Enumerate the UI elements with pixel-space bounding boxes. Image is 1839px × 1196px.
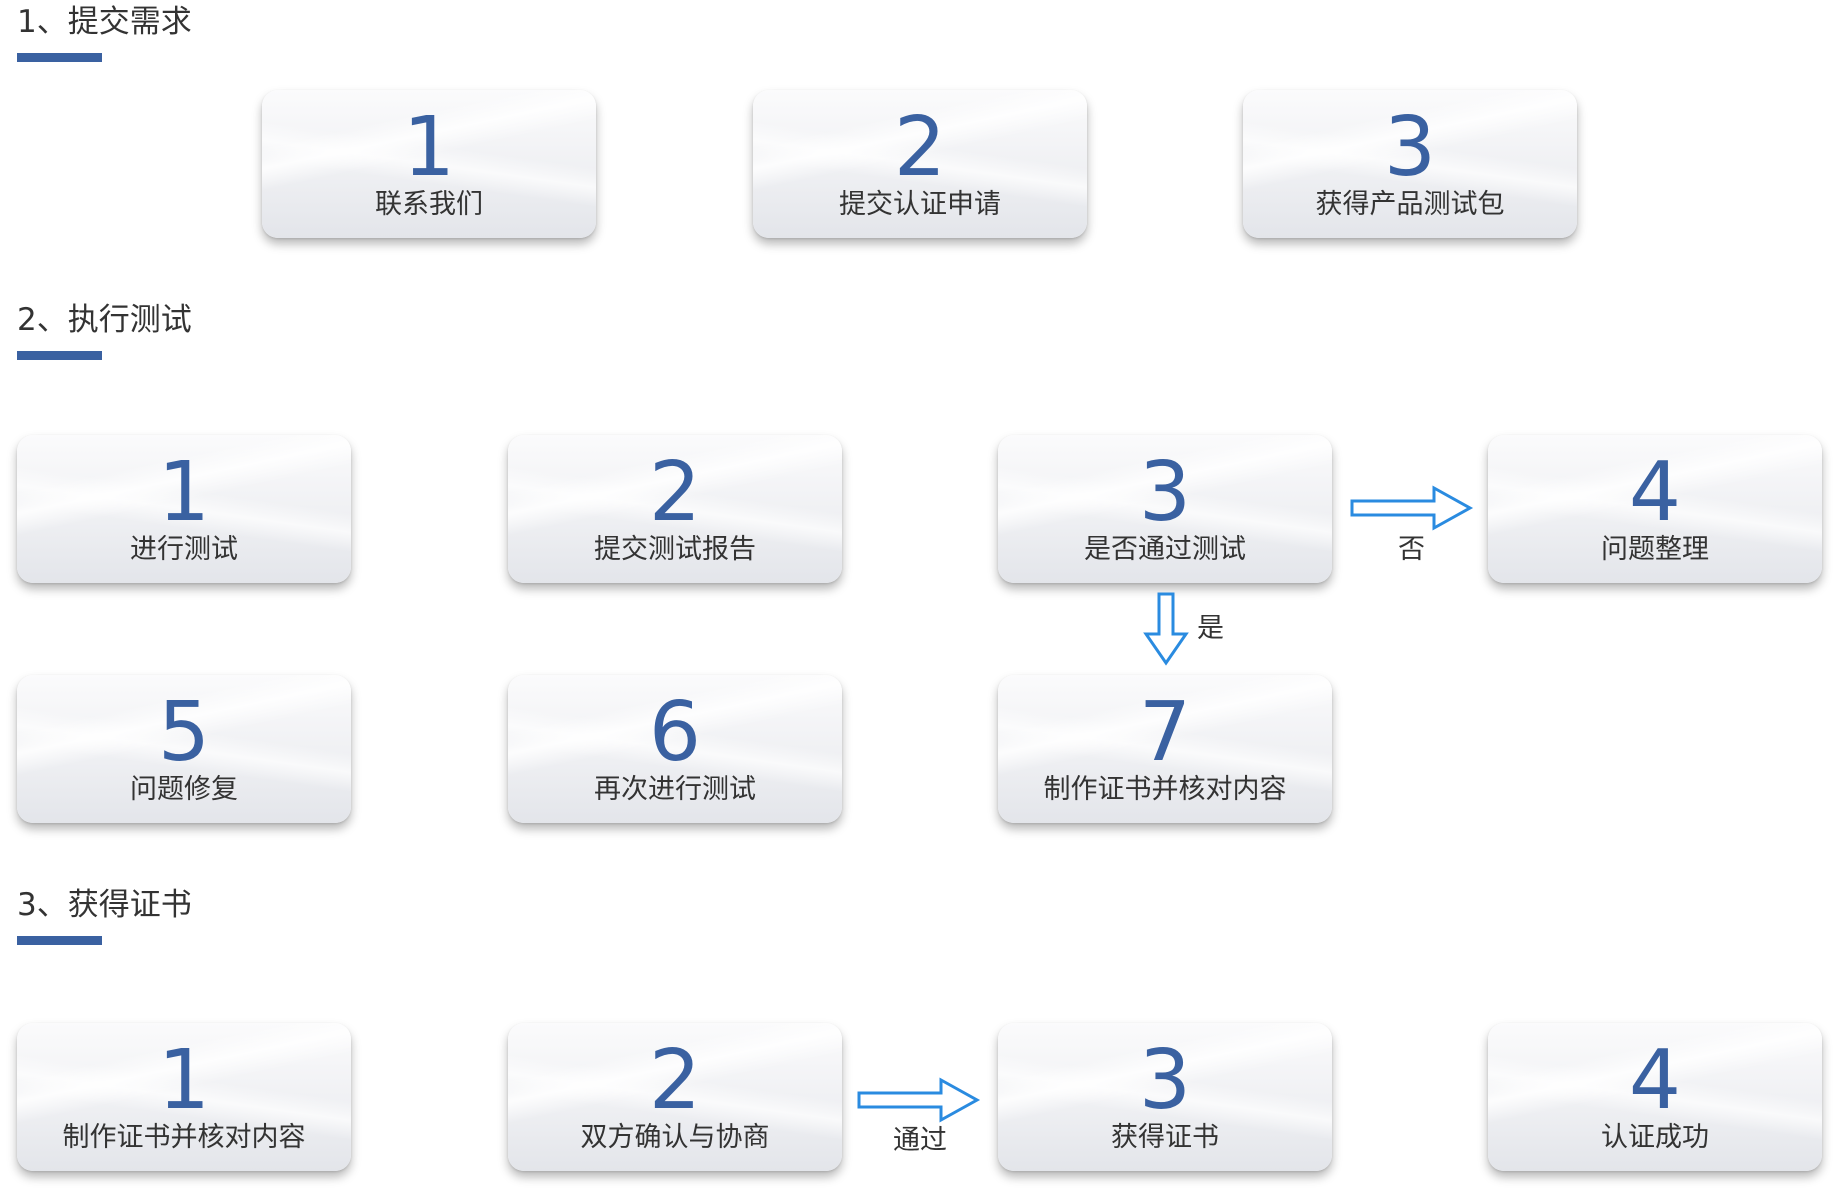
branch-no-label: 否	[1398, 534, 1425, 565]
step-label: 再次进行测试	[594, 774, 756, 805]
arrow-right-icon	[1350, 485, 1474, 531]
section-2-title: 2、执行测试	[17, 302, 192, 338]
s1-step-2-card: 2 提交认证申请	[753, 90, 1087, 238]
s2-step-5-card: 5 问题修复	[17, 675, 351, 823]
step-number: 2	[648, 445, 702, 540]
s2-step-4-card: 4 问题整理	[1488, 435, 1822, 583]
step-number: 4	[1628, 1033, 1682, 1128]
step-number: 5	[157, 685, 211, 780]
s3-step-4-card: 4 认证成功	[1488, 1023, 1822, 1171]
s2-step-7-card: 7 制作证书并核对内容	[998, 675, 1332, 823]
branch-yes-label: 是	[1197, 613, 1224, 644]
section-3-underline	[17, 936, 102, 945]
section-1-underline	[17, 53, 102, 62]
step-label: 获得证书	[1111, 1122, 1219, 1153]
step-label: 双方确认与协商	[580, 1122, 770, 1153]
step-number: 3	[1138, 445, 1192, 540]
s1-step-1-card: 1 联系我们	[262, 90, 596, 238]
step-number: 4	[1628, 445, 1682, 540]
s2-step-6-card: 6 再次进行测试	[508, 675, 842, 823]
section-3-title: 3、获得证书	[17, 887, 192, 923]
step-number: 3	[1383, 100, 1437, 195]
step-label: 提交认证申请	[839, 189, 1001, 220]
step-number: 1	[157, 445, 211, 540]
step-label: 制作证书并核对内容	[62, 1122, 306, 1153]
step-label: 问题整理	[1601, 534, 1709, 565]
arrow-right-icon	[857, 1077, 981, 1123]
step-label: 获得产品测试包	[1315, 189, 1505, 220]
step-number: 7	[1138, 685, 1192, 780]
step-number: 2	[648, 1033, 702, 1128]
step-number: 3	[1138, 1033, 1192, 1128]
section-2-underline	[17, 351, 102, 360]
s3-step-1-card: 1 制作证书并核对内容	[17, 1023, 351, 1171]
s3-step-2-card: 2 双方确认与协商	[508, 1023, 842, 1171]
arrow-down-icon	[1143, 592, 1189, 666]
step-label: 进行测试	[130, 534, 238, 565]
s2-step-2-card: 2 提交测试报告	[508, 435, 842, 583]
step-number: 1	[402, 100, 456, 195]
pass-label: 通过	[893, 1125, 947, 1156]
s3-step-3-card: 3 获得证书	[998, 1023, 1332, 1171]
s1-step-3-card: 3 获得产品测试包	[1243, 90, 1577, 238]
step-label: 联系我们	[375, 189, 483, 220]
step-label: 认证成功	[1601, 1122, 1709, 1153]
step-number: 6	[648, 685, 702, 780]
s2-step-3-card: 3 是否通过测试	[998, 435, 1332, 583]
step-number: 2	[893, 100, 947, 195]
section-1-title: 1、提交需求	[17, 4, 192, 40]
step-label: 是否通过测试	[1084, 534, 1246, 565]
step-label: 问题修复	[130, 774, 238, 805]
s2-step-1-card: 1 进行测试	[17, 435, 351, 583]
step-label: 制作证书并核对内容	[1043, 774, 1287, 805]
step-number: 1	[157, 1033, 211, 1128]
step-label: 提交测试报告	[594, 534, 756, 565]
